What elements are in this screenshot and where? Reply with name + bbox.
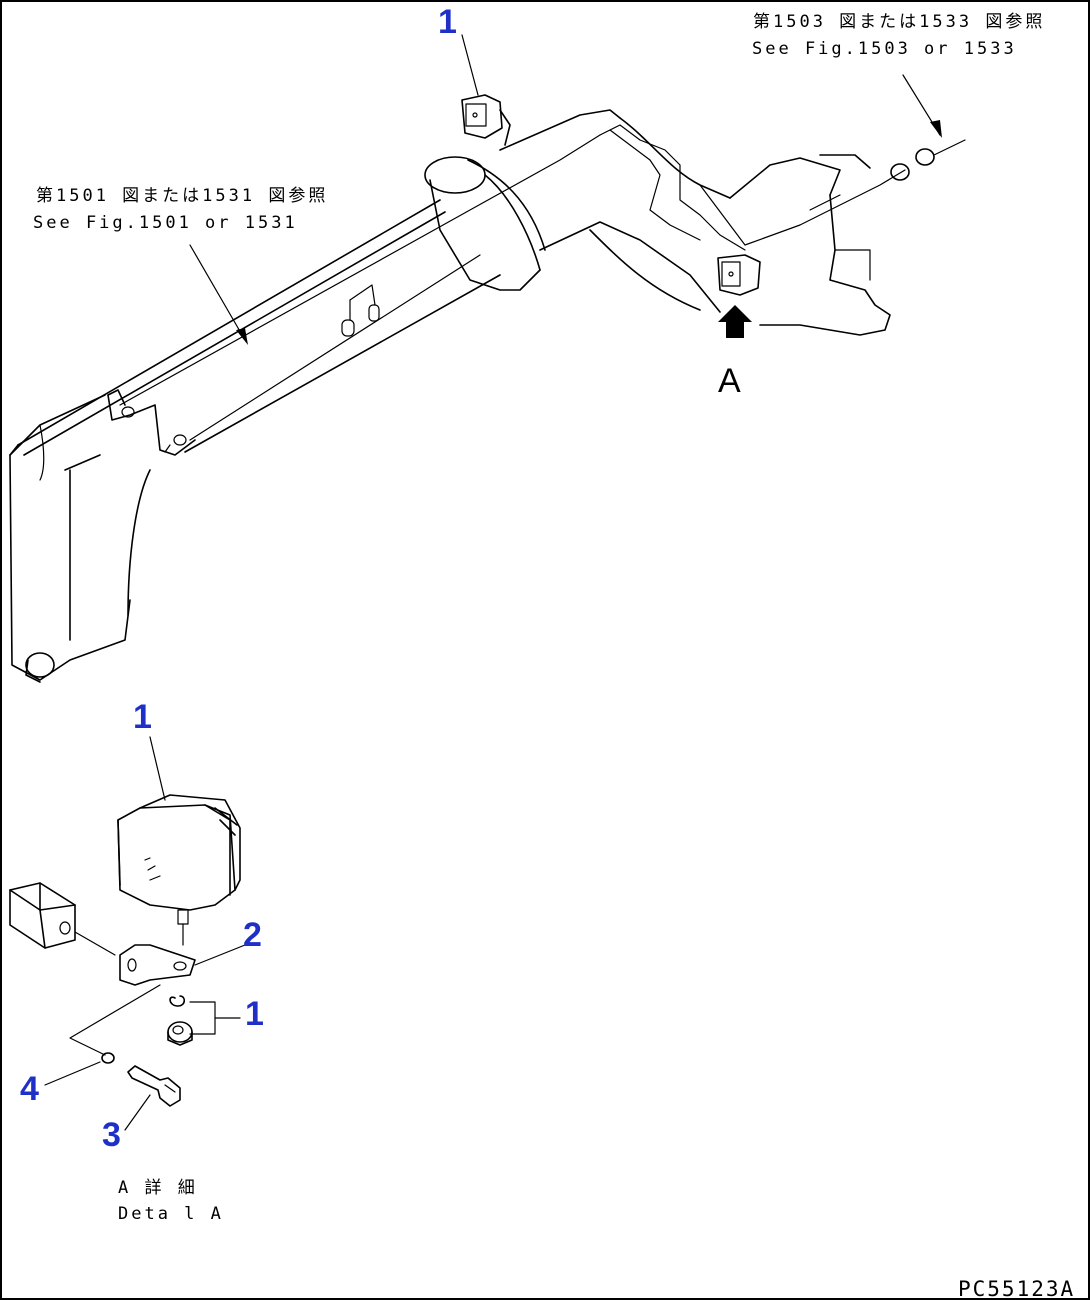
view-a-label: A — [718, 362, 741, 400]
leader-callout-1-top — [461, 34, 479, 96]
detail-caption-jp: A 詳 細 — [118, 1178, 198, 1198]
detail-caption-en: Deta l A — [118, 1204, 224, 1224]
callout-3-bolt: 3 — [102, 1116, 121, 1154]
work-lamp-top — [461, 94, 511, 146]
callout-4-washer: 4 — [20, 1070, 39, 1108]
view-a-arrow — [718, 305, 752, 338]
work-lamp-arm — [717, 254, 761, 296]
drawing-code: PC55123A — [958, 1277, 1075, 1300]
ref-top-right-jp: 第1503 図または1533 図参照 — [753, 12, 1045, 32]
leader-ref-left — [189, 244, 246, 341]
callout-1-top: 1 — [438, 3, 457, 41]
detail-a — [9, 736, 246, 1131]
callout-2-bracket: 2 — [243, 916, 262, 954]
callout-1-washers: 1 — [245, 995, 264, 1033]
boom-assembly — [9, 109, 966, 683]
callout-1-detail-lamp: 1 — [133, 698, 152, 736]
ref-left-jp: 第1501 図または1531 図参照 — [36, 186, 328, 206]
ref-left-en: See Fig.1501 or 1531 — [33, 213, 298, 233]
ref-top-right-en: See Fig.1503 or 1533 — [752, 39, 1017, 59]
